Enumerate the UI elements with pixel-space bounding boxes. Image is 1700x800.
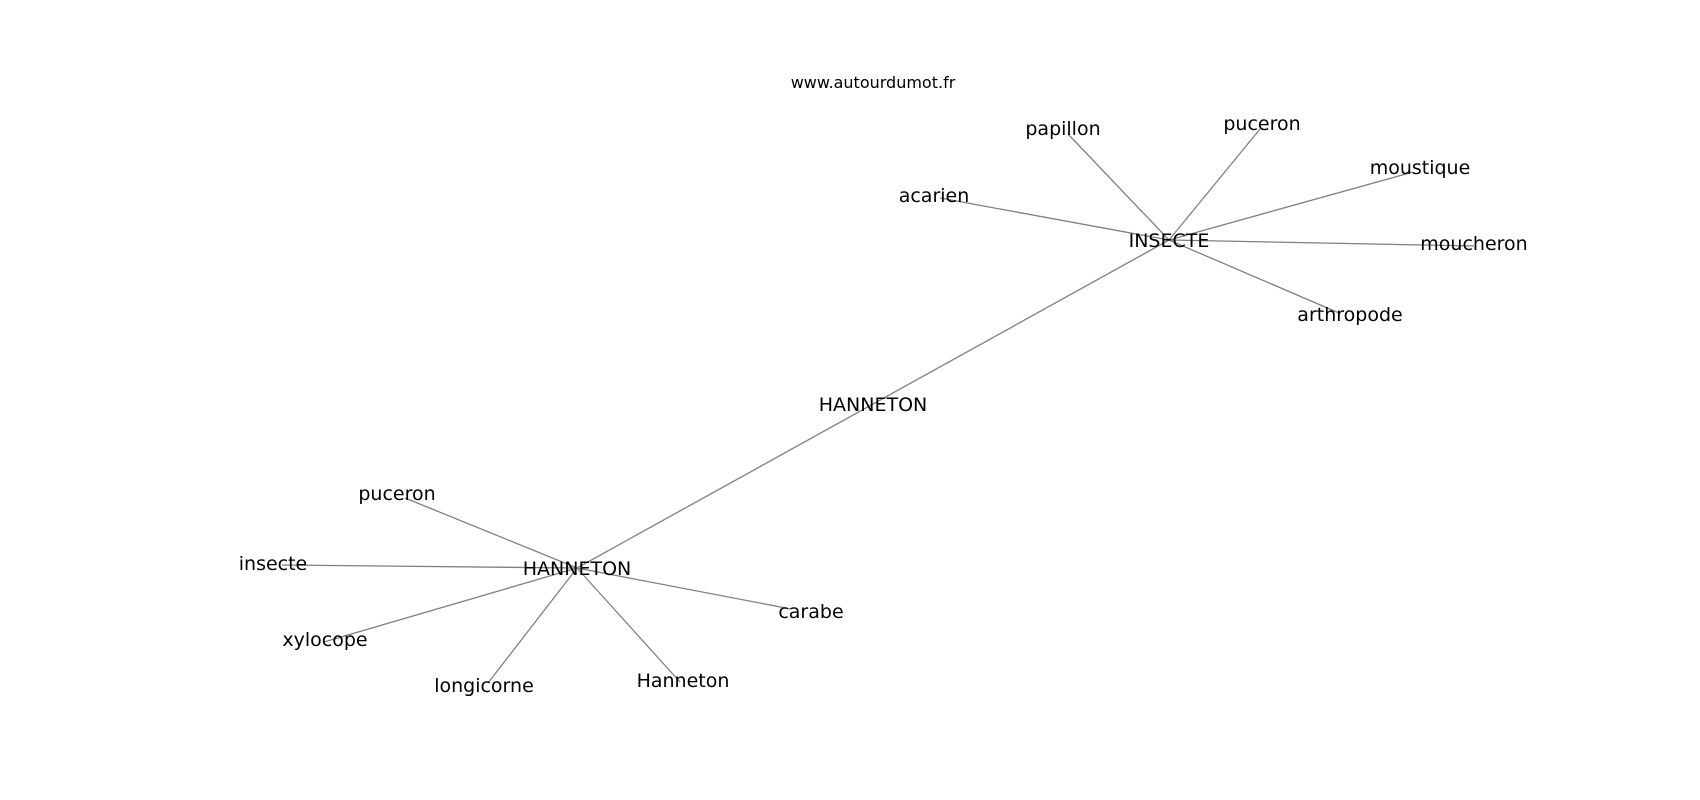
node-label-insecte-hub: INSECTE [1129, 230, 1210, 252]
node-label-xylocope: xylocope [282, 629, 367, 651]
node-label-puceron-top: puceron [1223, 113, 1300, 135]
node-label-insecte: insecte [239, 553, 308, 575]
graph-labels: HANNETON INSECTE HANNETON papillon puceron mo… [239, 113, 1528, 697]
node-label-puceron-bottom: puceron [358, 483, 435, 505]
node-label-carabe: carabe [778, 601, 843, 623]
node-label-arthropode: arthropode [1297, 304, 1402, 326]
edge-insecte_hub-moustique [1168, 171, 1414, 241]
edge-hanneton_hub-hanneton_lower [576, 567, 681, 683]
edge-insecte_hub-moucheron [1168, 239, 1475, 247]
edge-hanneton_hub-insecte [281, 564, 578, 569]
edge-insecte_hub-arthropode [1168, 239, 1340, 314]
node-label-moucheron: moucheron [1420, 233, 1527, 255]
watermark-text: www.autourdumot.fr [791, 73, 956, 92]
node-label-hanneton-lower: Hanneton [637, 670, 730, 692]
edge-hanneton_hub-puceron_bottom [404, 497, 578, 569]
edge-insecte_hub-puceron_top [1168, 128, 1261, 241]
edge-insecte_hub-hanneton_hub [576, 239, 1170, 569]
node-label-longicorne: longicorne [434, 675, 534, 697]
node-label-acarien: acarien [899, 185, 970, 207]
edge-insecte_hub-acarien [939, 197, 1170, 241]
edge-hanneton_hub-longicorne [487, 567, 578, 684]
graph-edges [281, 128, 1475, 684]
edge-hanneton_hub-xylocope [323, 567, 578, 643]
node-label-hanneton-hub: HANNETON [523, 558, 632, 580]
node-label-papillon: papillon [1025, 118, 1100, 140]
node-label-moustique: moustique [1370, 157, 1471, 179]
edge-hanneton_hub-carabe [576, 567, 792, 610]
edge-insecte_hub-papillon [1067, 133, 1170, 241]
node-label-center: HANNETON [819, 394, 928, 416]
